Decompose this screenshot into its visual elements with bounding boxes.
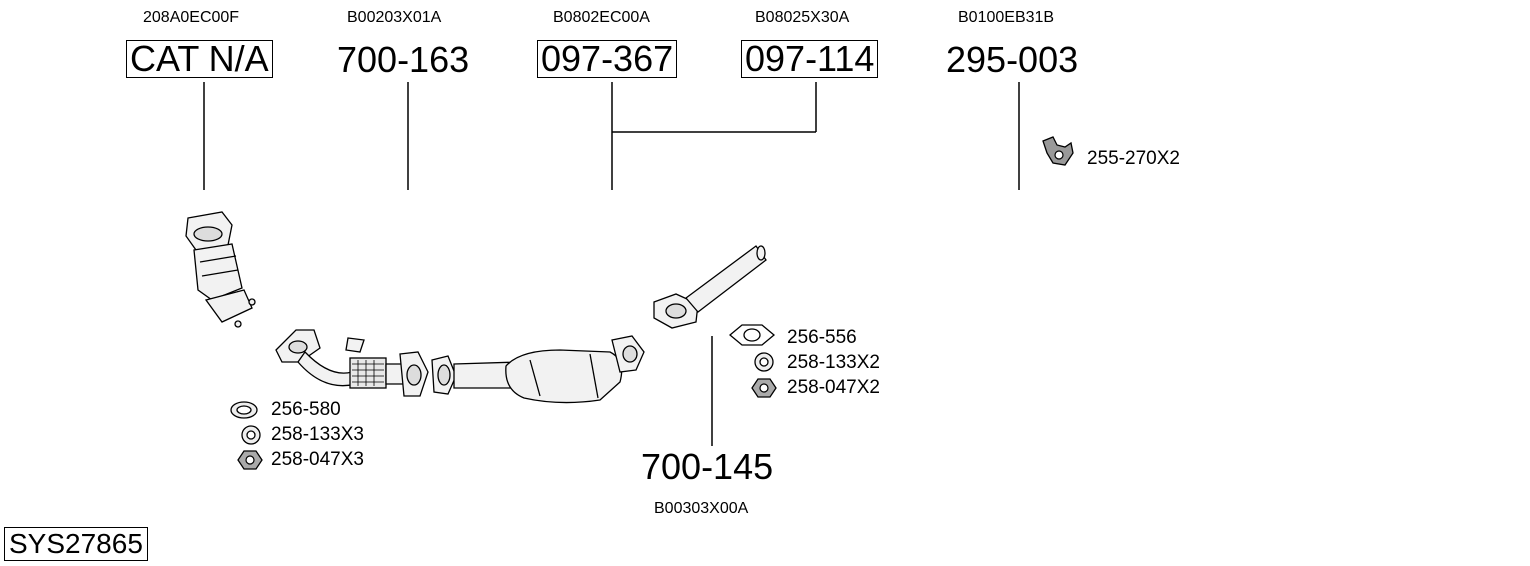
accessory-label: 258-047X3 (271, 449, 364, 470)
oem-code-filter-1: B0802EC00A (553, 9, 650, 26)
washer-icon (241, 425, 261, 445)
part-number-front-pipe[interactable]: 700-163 (337, 39, 470, 80)
oem-code-mid-pipe: B00303X00A (654, 500, 749, 517)
oem-code-rear-silencer: B0100EB31B (958, 9, 1055, 26)
nut-icon (751, 378, 777, 398)
catalyst-part-icon[interactable] (185, 211, 256, 328)
washer-icon (754, 352, 774, 372)
accessory-label: 258-133X2 (787, 352, 880, 373)
accessory-label: 258-047X2 (787, 377, 880, 398)
accessory-label: 255-270X2 (1087, 148, 1180, 169)
part-number-catalyst[interactable]: CAT N/A (126, 40, 273, 78)
gasket-icon (230, 401, 258, 419)
accessory-label: 258-133X3 (271, 424, 364, 445)
accessory-label: 256-556 (787, 327, 857, 348)
oem-code-front-pipe: B00203X01A (347, 9, 442, 26)
part-number-mid-pipe[interactable]: 700-145 (641, 446, 774, 487)
nut-icon (237, 450, 263, 470)
front-pipe-part-icon[interactable] (275, 329, 429, 397)
part-number-filter-2[interactable]: 097-114 (741, 40, 879, 78)
oem-code-catalyst: 208A0EC00F (143, 9, 240, 26)
particulate-filter-part-icon[interactable] (431, 335, 645, 404)
mid-pipe-part-icon[interactable] (653, 245, 767, 329)
oem-code-filter-2: B08025X30A (755, 9, 850, 26)
part-number-rear-silencer[interactable]: 295-003 (946, 39, 1079, 80)
accessory-label: 256-580 (271, 399, 341, 420)
flange-gasket-icon (728, 324, 776, 346)
part-number-filter-1[interactable]: 097-367 (537, 40, 678, 78)
system-id: SYS27865 (4, 527, 148, 561)
rubber-hanger-icon (1042, 136, 1074, 166)
